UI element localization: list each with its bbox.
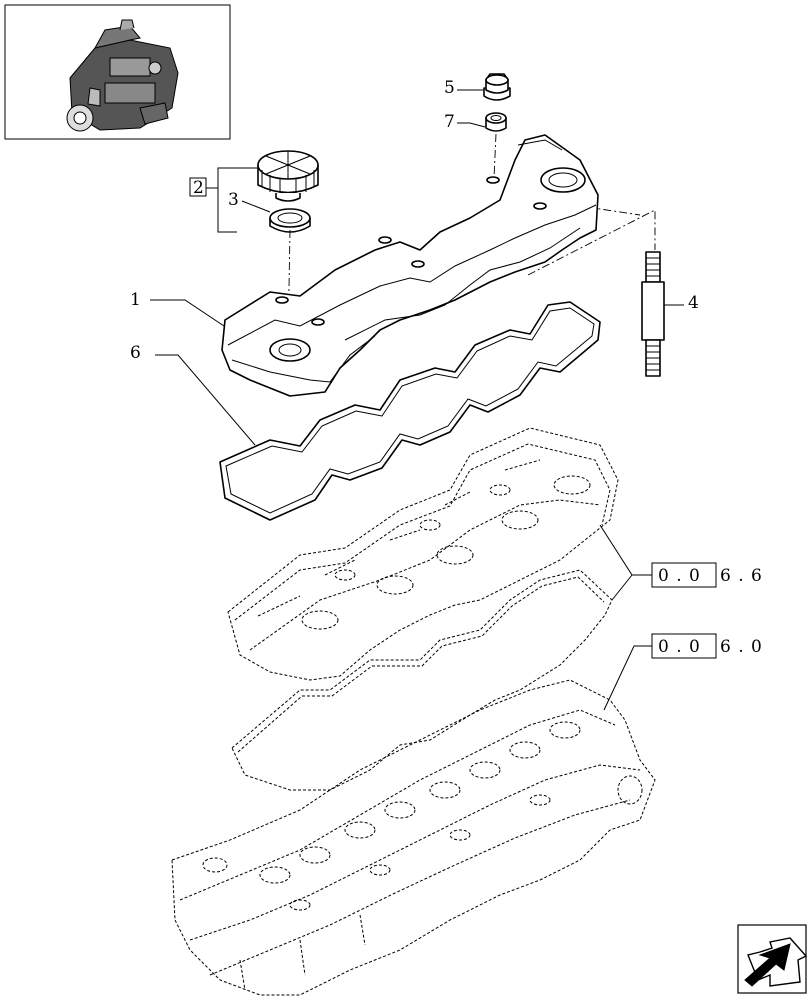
callout-4: 4	[688, 293, 699, 313]
rocker-cover-gasket	[219, 301, 601, 521]
cap-seal-ring	[269, 208, 311, 233]
reference-066-boxed: 0 . 0	[658, 566, 701, 586]
reference-060-boxed: 0 . 0	[658, 637, 701, 657]
callout-2-group: 2	[189, 167, 262, 233]
ghost-lower-gasket	[231, 569, 613, 791]
engine-thumbnail	[4, 4, 231, 140]
callout-1: 1	[130, 290, 141, 310]
reference-066-tail: 6 . 6	[720, 566, 763, 586]
reference-060-tail: 6 . 0	[720, 637, 763, 657]
next-page-arrow-icon[interactable]	[737, 924, 808, 994]
cover-stud	[641, 251, 665, 377]
callout-2: 2	[193, 178, 204, 198]
oil-filler-cap	[257, 150, 319, 202]
reference-060: 0 . 0 6 . 0	[603, 633, 763, 711]
callout-7: 7	[444, 112, 455, 132]
nut-washer	[485, 112, 507, 132]
ghost-cylinder-head	[171, 679, 656, 996]
cover-nut	[483, 73, 511, 101]
rocker-cover	[221, 134, 599, 397]
callout-6: 6	[130, 343, 141, 363]
ghost-lower-housing	[227, 427, 619, 681]
callout-5: 5	[444, 78, 455, 98]
callout-3: 3	[228, 190, 239, 210]
reference-066: 0 . 0 6 . 6	[599, 524, 763, 601]
